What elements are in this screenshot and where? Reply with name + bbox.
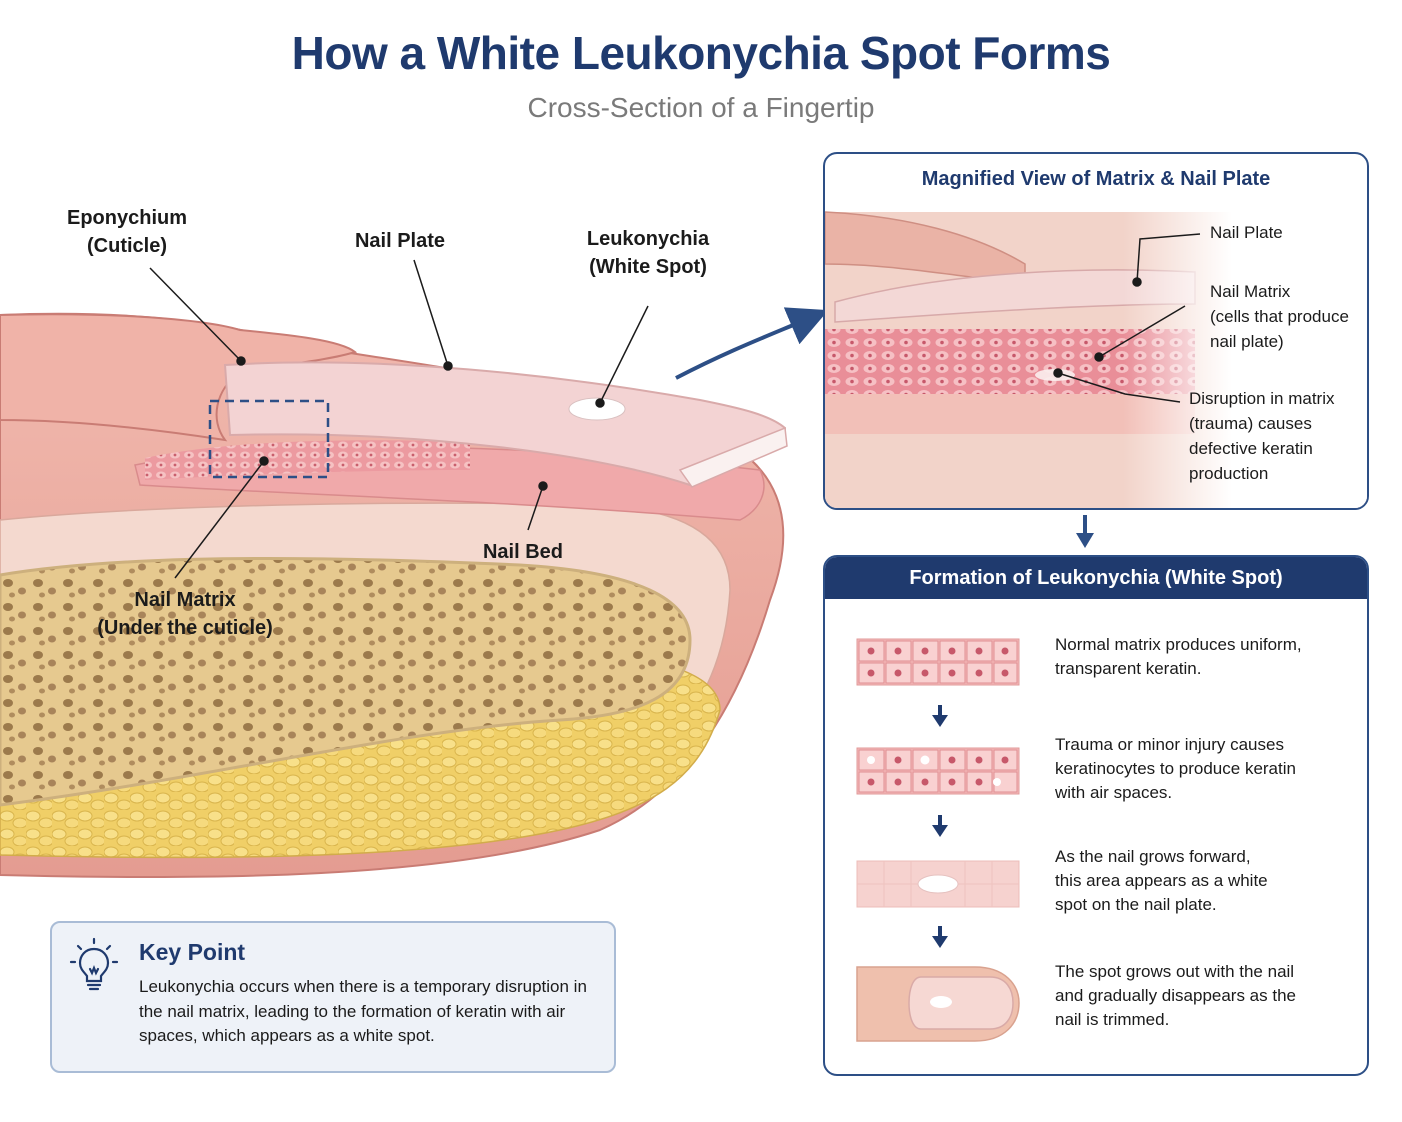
- key-point-title: Key Point: [139, 939, 246, 965]
- label-nail-bed: Nail Bed: [482, 541, 564, 563]
- page-subtitle: Cross-Section of a Fingertip: [527, 92, 875, 123]
- disrupted-matrix-cells-icon: [856, 747, 1020, 795]
- magnified-illustration: [825, 211, 1367, 508]
- label-leukonychia: Leukonychia (White Spot): [586, 228, 710, 278]
- normal-matrix-cells-icon: [856, 638, 1020, 686]
- step-1-text: Normal matrix produces uniform, transpar…: [1055, 635, 1302, 678]
- mag-label-disruption: Disruption in matrix (trauma) causes def…: [1189, 389, 1335, 483]
- magnified-view-panel: Magnified View of Matrix & Nail Plate: [823, 152, 1369, 510]
- formation-title: Formation of Leukonychia (White Spot): [825, 557, 1367, 599]
- key-point-text: Leukonychia occurs when there is a tempo…: [139, 977, 587, 1045]
- mag-label-nail-matrix: Nail Matrix (cells that produce nail pla…: [1210, 282, 1349, 351]
- magnified-view-title: Magnified View of Matrix & Nail Plate: [921, 168, 1271, 190]
- key-point-box: Key Point Leukonychia occurs when there …: [50, 921, 616, 1073]
- step-4-text: The spot grows out with the nail and gra…: [1055, 962, 1296, 1029]
- lightbulb-icon: [69, 937, 119, 991]
- page-title: How a White Leukonychia Spot Forms: [291, 27, 1111, 79]
- formation-steps-illustration: [856, 638, 1020, 1042]
- fingertip-white-spot-icon: [856, 966, 1020, 1042]
- mag-label-nail-plate: Nail Plate: [1210, 223, 1283, 242]
- step-2-text: Trauma or minor injury causes keratinocy…: [1055, 735, 1296, 802]
- step-arrows: [932, 705, 948, 948]
- white-spot-layer-icon: [856, 860, 1020, 908]
- label-eponychium: Eponychium (Cuticle): [66, 207, 187, 257]
- step-3-text: As the nail grows forward, this area app…: [1055, 847, 1268, 914]
- formation-panel: Formation of Leukonychia (White Spot): [823, 555, 1369, 1076]
- label-nail-plate: Nail Plate: [354, 230, 446, 252]
- label-nail-matrix: Nail Matrix (Under the cuticle): [97, 589, 273, 639]
